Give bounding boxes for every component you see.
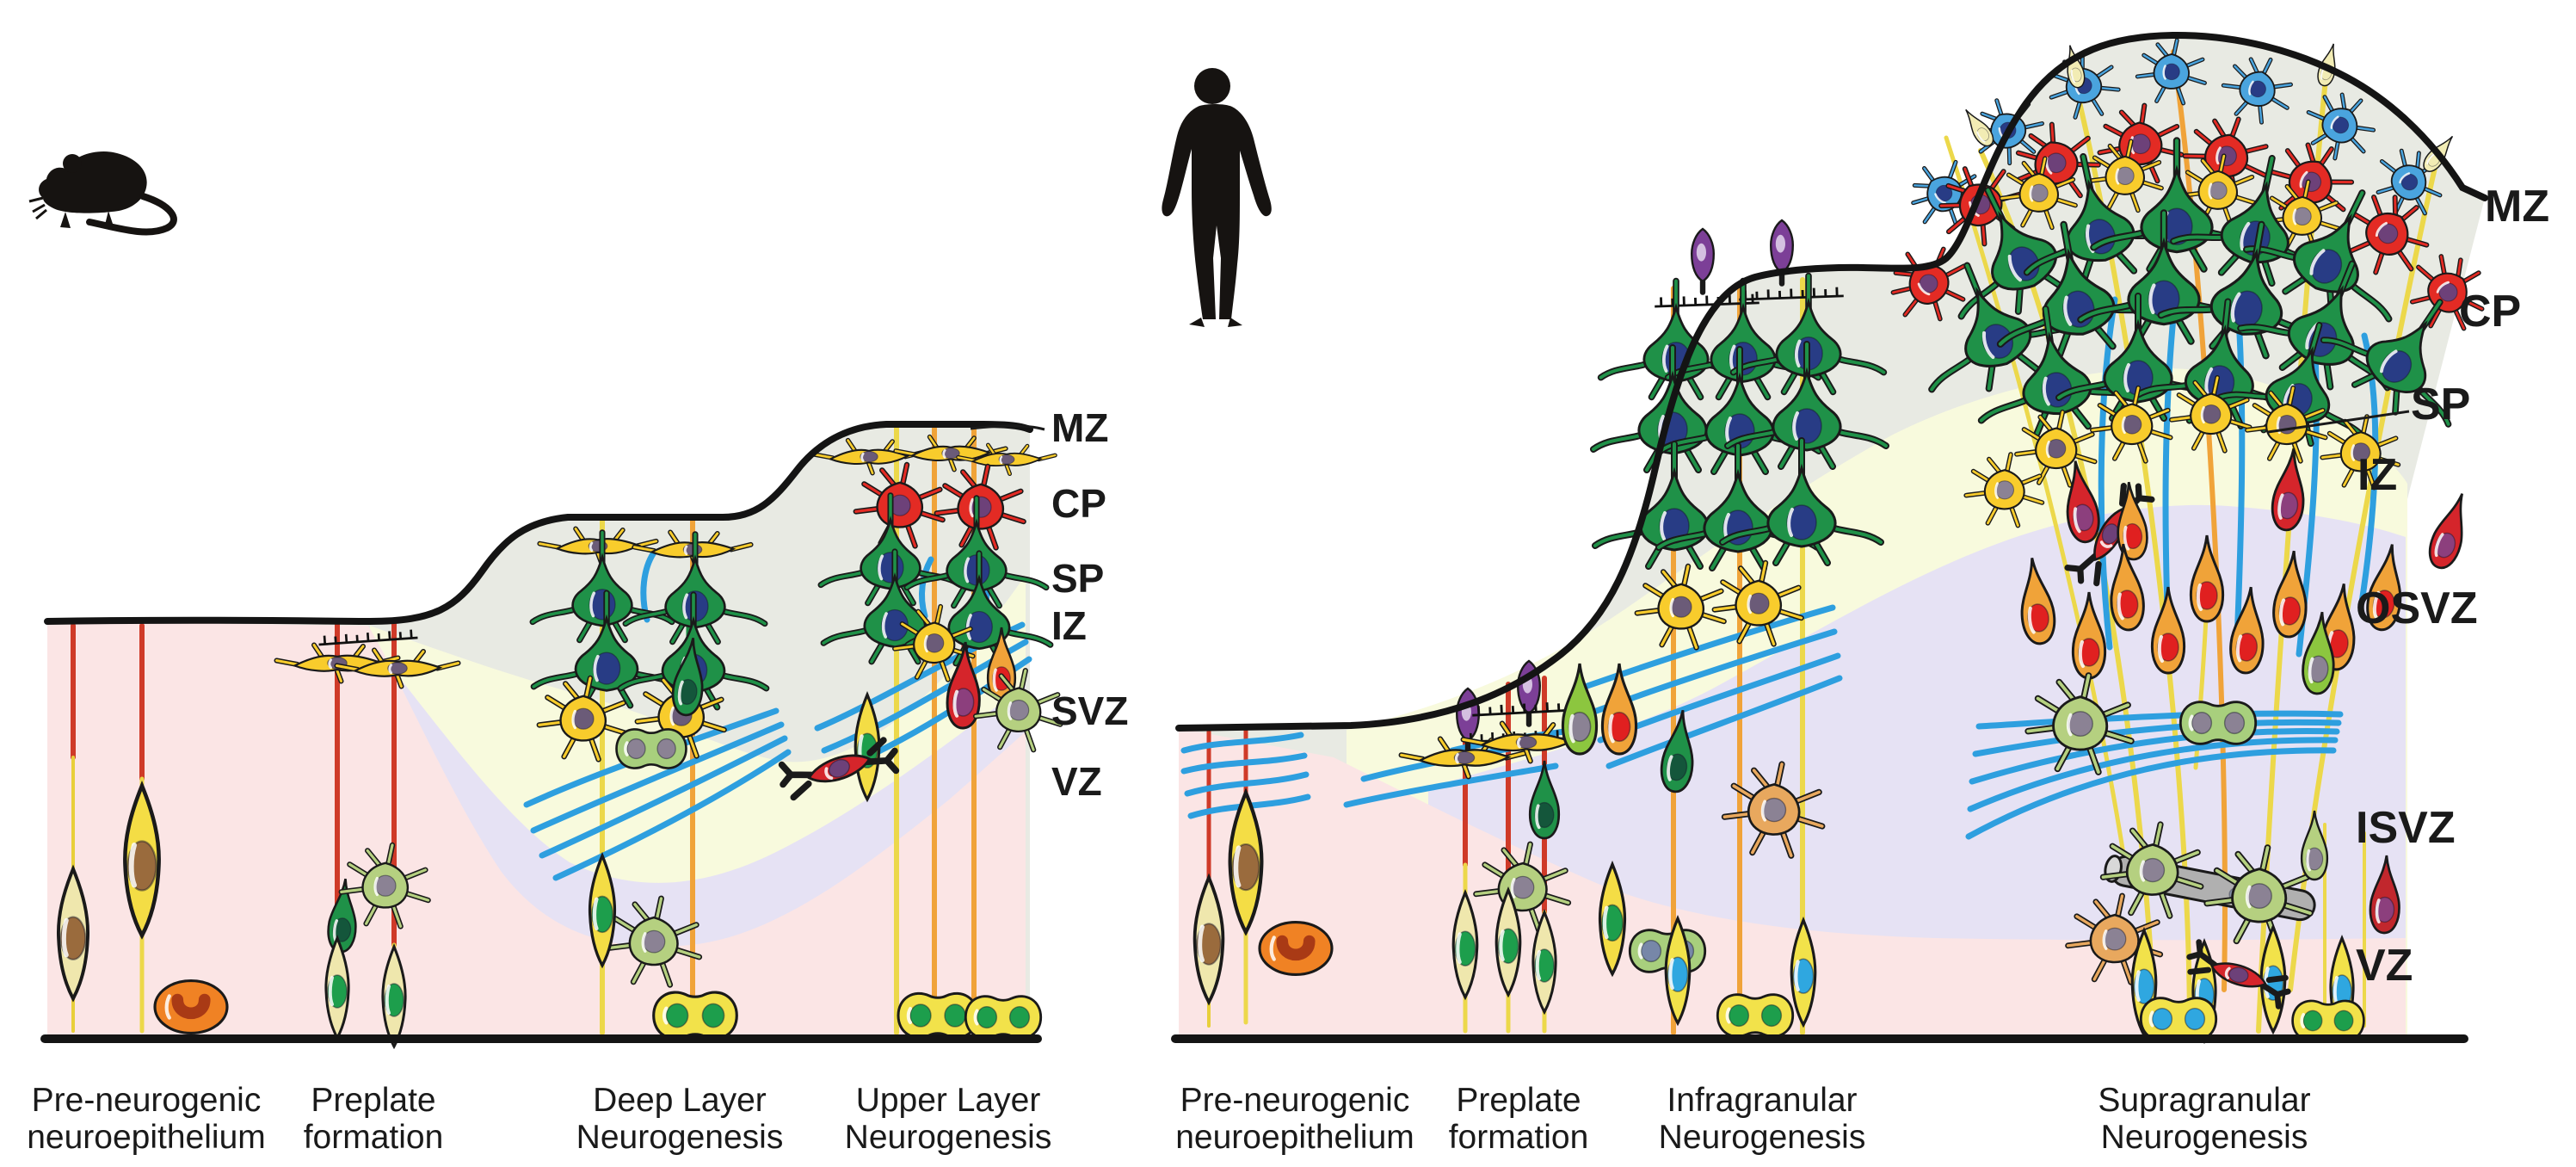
axon-fiber [530, 721, 785, 834]
axon-fiber [2234, 289, 2246, 645]
radial-glia-fiber [1944, 135, 2128, 868]
labels-human: MZ CP SP IZ OSVZ ISVZ VZ Pre-neurogenicneuroepi… [1175, 182, 2549, 1156]
axon-fiber [1967, 737, 2339, 812]
layer-label-mz-mouse: MZ [1051, 405, 1108, 450]
axon-fiber [552, 749, 792, 881]
stage-label-mouse-3-line1: Upper Layer [856, 1082, 1041, 1119]
layer-label-iz-mouse: IZ [1051, 603, 1087, 648]
axon-fiber [539, 735, 788, 859]
axon-fiber [1605, 675, 1843, 769]
axon-fiber [2162, 281, 2180, 640]
layer-label-isvz-human: ISVZ [2356, 803, 2456, 853]
cell-lobe2 [614, 727, 688, 770]
axon-fiber [918, 556, 934, 620]
cell-lobe2 [964, 994, 1043, 1040]
layer-region-vz-mouse [47, 621, 1026, 1037]
stage-label-mouse-0-line2: neuroepithelium [27, 1119, 266, 1156]
layer-label-sp-mouse: SP [1051, 556, 1104, 601]
mouse-silhouette-icon [28, 151, 177, 236]
stage-label-mouse-1-line2: formation [304, 1119, 444, 1156]
axon-fiber [1972, 719, 2342, 757]
panel-human: MZ CP SP IZ OSVZ ISVZ VZ Pre-neurogenicneuroepi… [1162, 31, 2549, 1156]
stage-label-human-0-line1: Pre-neurogenic [1180, 1082, 1410, 1119]
stage-label-human-3-line1: Supragranular [2098, 1082, 2310, 1119]
cell-ovaldiv [155, 981, 227, 1034]
stage-label-mouse-3-line2: Neurogenesis [845, 1119, 1052, 1156]
stage-label-human-3-line2: Neurogenesis [2101, 1119, 2308, 1156]
layer-label-vz-human: VZ [2356, 941, 2413, 991]
axon-fiber [1180, 732, 1304, 754]
sp-connector-human [2267, 410, 2410, 434]
layer-label-cp-mouse: CP [1051, 481, 1106, 526]
cell-lobe2 [654, 992, 737, 1039]
stage-label-mouse-2-line2: Neurogenesis [576, 1119, 784, 1156]
stage-label-human-0-line2: neuroepithelium [1175, 1119, 1414, 1156]
axon-fiber [1975, 710, 2344, 730]
layer-label-sp-human: SP [2411, 380, 2470, 429]
stage-label-mouse-1-line1: Preplate [311, 1082, 435, 1119]
pial-surface-mouse [44, 421, 1033, 626]
layer-label-svz-mouse: SVZ [1051, 688, 1128, 733]
stage-label-human-2-line2: Neurogenesis [1659, 1119, 1866, 1156]
cell-lobe2 [2179, 700, 2258, 746]
cell-lobe2 [1716, 992, 1795, 1039]
pial-surface-human [1175, 31, 2488, 732]
stage-label-human-2-line1: Infragranular [1667, 1082, 1857, 1119]
stage-label-human-1-line2: formation [1449, 1119, 1589, 1156]
cell-ovaldiv [1260, 923, 1332, 975]
layer-label-osvz-human: OSVZ [2356, 584, 2478, 633]
axon-fiber [1969, 728, 2340, 785]
stage-label-mouse-2-line1: Deep Layer [593, 1082, 767, 1119]
stage-label-human-1-line1: Preplate [1456, 1082, 1581, 1119]
cell-lobe2 [2139, 996, 2218, 1042]
human-silhouette-icon [1162, 68, 1272, 327]
axon-fiber [1180, 752, 1308, 775]
stage-label-mouse-0-line1: Pre-neurogenic [32, 1082, 262, 1119]
layer-label-vz-mouse: VZ [1051, 759, 1102, 804]
cell-tear [2423, 487, 2478, 574]
layer-label-mz-human: MZ [2485, 182, 2549, 232]
axon-fiber [1343, 763, 1559, 808]
axon-fiber [1965, 747, 2337, 840]
mz-connector-mouse [970, 424, 1045, 431]
cell-purptear [1692, 229, 1714, 293]
layer-label-cp-human: CP [2459, 287, 2521, 337]
layer-region-vz-human [1179, 728, 2406, 1037]
axon-fiber [1184, 771, 1310, 797]
layer-label-iz-human: IZ [2357, 450, 2397, 500]
